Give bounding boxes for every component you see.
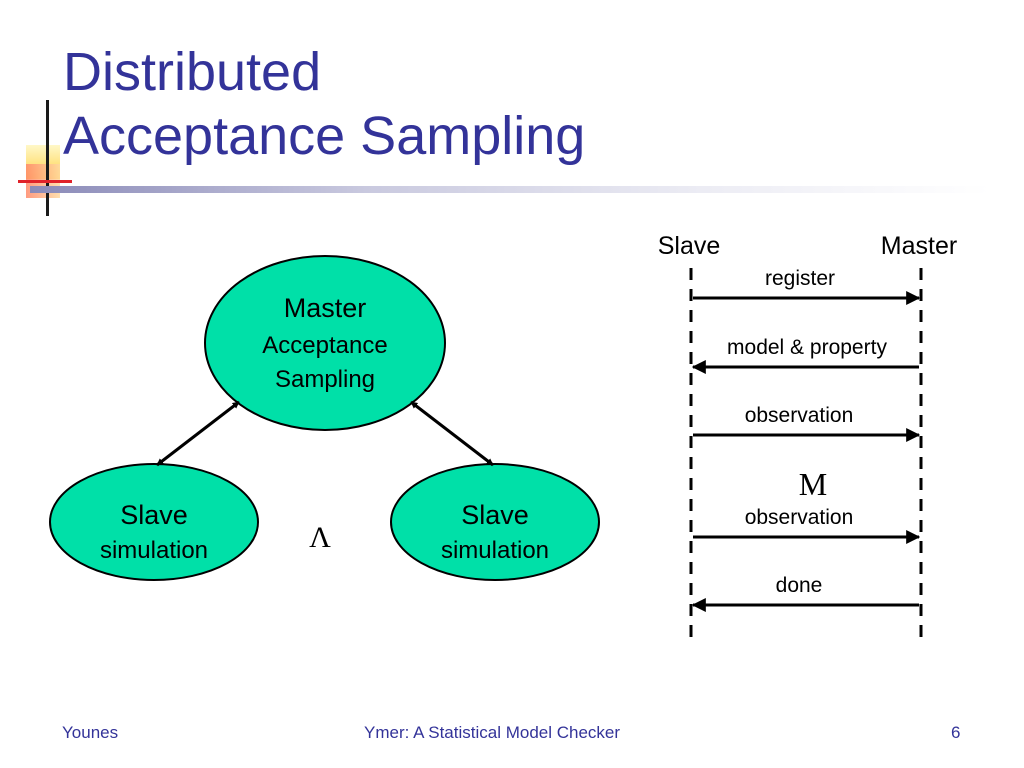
slave-right-node: Slave simulation <box>390 463 600 581</box>
message-label: register <box>765 267 835 290</box>
slave-right-title: Slave <box>461 500 529 530</box>
title-underline <box>30 186 990 193</box>
corner-ornament-horizontal-line <box>18 180 72 183</box>
footer-talk-title: Ymer: A Statistical Model Checker <box>364 723 621 742</box>
slave-left-subtitle: simulation <box>100 537 208 564</box>
message-observation-2: observation <box>693 506 921 544</box>
more-messages-ellipsis: M <box>799 466 827 502</box>
slide-title-line2: Acceptance Sampling <box>63 106 586 166</box>
message-label: done <box>776 574 823 597</box>
message-label: model & property <box>727 336 887 359</box>
lane-label-slave: Slave <box>658 232 721 260</box>
slide-title-line1: Distributed <box>63 42 322 102</box>
master-node-shape <box>204 255 446 431</box>
slave-right-shape <box>390 463 600 581</box>
message-observation-1: observation <box>693 404 921 442</box>
message-label: observation <box>745 506 854 529</box>
lane-label-master: Master <box>881 232 957 260</box>
master-node-subtitle-2: Sampling <box>275 366 375 393</box>
slide-title: Distributed Acceptance Sampling <box>63 40 585 168</box>
message-model-property: model & property <box>691 336 919 374</box>
slave-left-title: Slave <box>120 500 188 530</box>
slave-right-subtitle: simulation <box>441 537 549 564</box>
footer-page-number: 6 <box>951 723 961 742</box>
link-master-slave-right <box>410 400 494 467</box>
master-node-subtitle-1: Acceptance <box>262 332 387 359</box>
master-node-title: Master <box>284 293 367 323</box>
footer-author: Younes <box>62 723 119 742</box>
master-acceptance-node: Master Acceptance Sampling <box>204 255 446 431</box>
message-register: register <box>693 267 921 305</box>
message-done: done <box>691 574 919 612</box>
more-slaves-ellipsis: Λ <box>309 521 331 554</box>
link-master-slave-left <box>156 400 240 467</box>
corner-ornament-vertical-line <box>46 100 49 216</box>
slave-left-node: Slave simulation <box>49 463 259 581</box>
message-label: observation <box>745 404 854 427</box>
slave-left-shape <box>49 463 259 581</box>
